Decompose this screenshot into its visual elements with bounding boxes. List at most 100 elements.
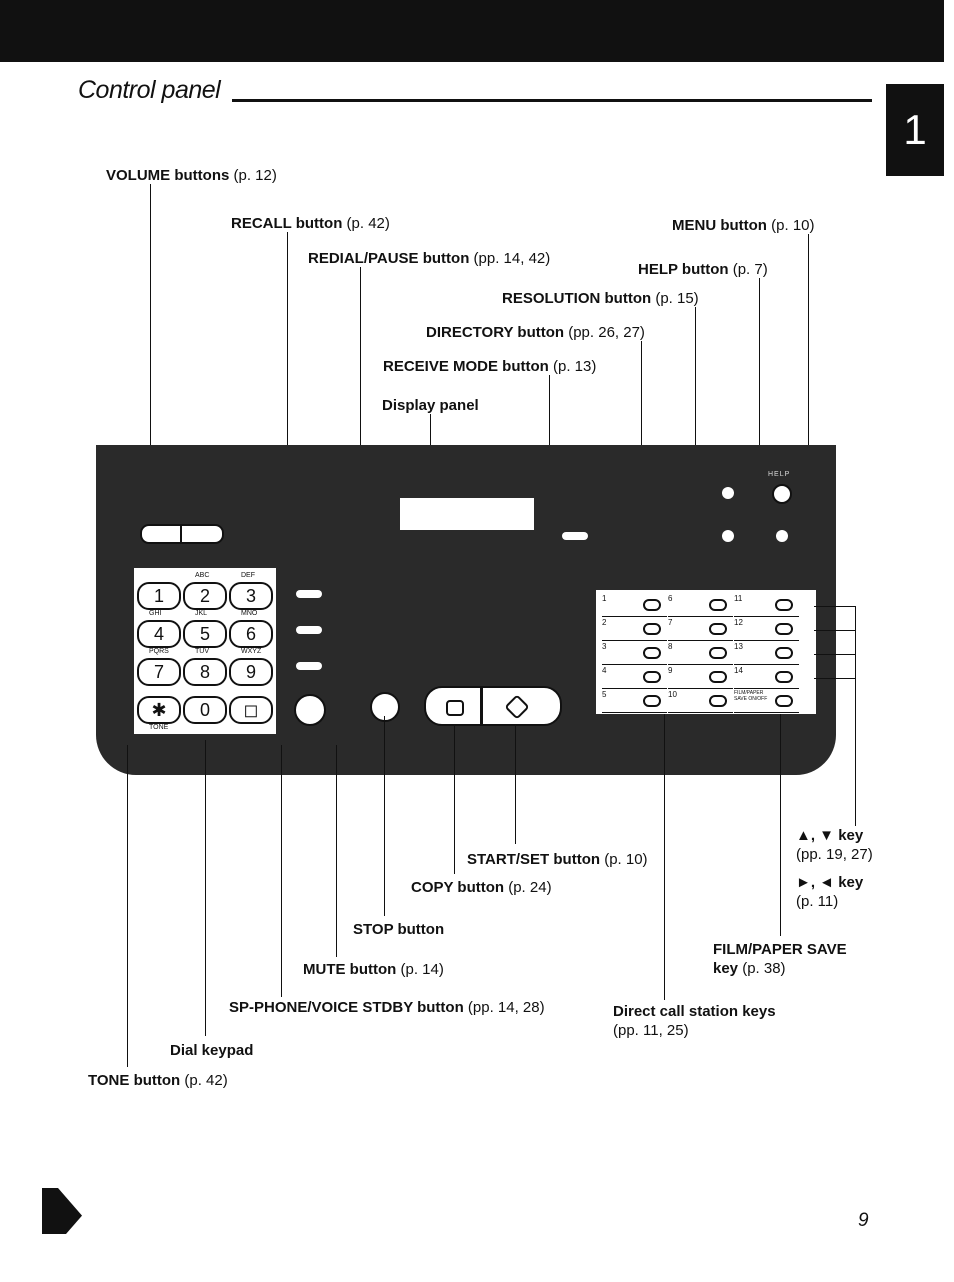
station-number: 10: [668, 690, 677, 699]
station-button-icon: [709, 695, 727, 707]
label-redial: REDIAL/PAUSE button (pp. 14, 42): [308, 250, 551, 267]
station-key[interactable]: 2: [602, 618, 667, 641]
dial-key[interactable]: 3: [229, 582, 273, 610]
left-key[interactable]: [802, 672, 814, 684]
station-key[interactable]: 1: [602, 594, 667, 617]
station-number: FILM/PAPER SAVE ON/OFF: [734, 690, 768, 702]
label-receive: RECEIVE MODE button (p. 13): [383, 358, 597, 375]
dial-key[interactable]: 6: [229, 620, 273, 648]
station-key[interactable]: 8: [668, 642, 733, 665]
dial-key[interactable]: 5: [183, 620, 227, 648]
dial-key-letters: ABC: [195, 572, 210, 579]
bracket-up: [814, 606, 856, 608]
leader-start: [515, 724, 517, 844]
label-help: HELP button (p. 7): [638, 261, 768, 278]
leader-mute: [336, 745, 338, 957]
down-key[interactable]: [802, 624, 814, 636]
station-button-icon: [643, 647, 661, 659]
station-number: 3: [602, 642, 607, 651]
dial-key-letters: TONE: [149, 724, 169, 731]
station-number: 2: [602, 618, 607, 627]
station-key[interactable]: 6: [668, 594, 733, 617]
station-number: 14: [734, 666, 743, 675]
label-stop: STOP button: [353, 921, 445, 938]
station-number: 12: [734, 618, 743, 627]
station-key[interactable]: 5: [602, 690, 667, 713]
right-key[interactable]: [802, 648, 814, 660]
menu-button[interactable]: [776, 530, 788, 542]
receive-mode-button[interactable]: [562, 532, 588, 540]
label-display: Display panel: [382, 397, 479, 414]
station-key[interactable]: 4: [602, 666, 667, 689]
station-button-icon: [709, 599, 727, 611]
display-panel: [400, 498, 534, 530]
station-number: 13: [734, 642, 743, 651]
page-number: 9: [858, 1210, 869, 1231]
label-updown: ▲, ▼ key(pp. 19, 27): [796, 827, 873, 863]
station-key[interactable]: 7: [668, 618, 733, 641]
dial-key[interactable]: 2: [183, 582, 227, 610]
station-key[interactable]: 9: [668, 666, 733, 689]
station-number: 1: [602, 594, 607, 603]
leader-tone: [127, 745, 129, 1067]
bracket-left: [814, 678, 856, 680]
copy-button[interactable]: [446, 700, 464, 716]
station-button-icon: [775, 695, 793, 707]
dial-key-letters: PQRS: [149, 648, 169, 655]
dial-key[interactable]: ✱: [137, 696, 181, 724]
station-key[interactable]: 10: [668, 690, 733, 713]
dial-key-letters: DEF: [241, 572, 255, 579]
help-text: HELP: [768, 471, 791, 478]
station-key[interactable]: 13: [734, 642, 799, 665]
header-bar: [0, 0, 944, 62]
dial-key[interactable]: 9: [229, 658, 273, 686]
title-rule: [232, 99, 872, 102]
label-spphone: SP-PHONE/VOICE STDBY button (pp. 14, 28): [229, 999, 545, 1016]
leader-redial: [360, 267, 362, 446]
dial-key[interactable]: 1: [137, 582, 181, 610]
directory-button[interactable]: [722, 530, 734, 542]
station-key[interactable]: 11: [734, 594, 799, 617]
dial-key-letters: TUV: [195, 648, 209, 655]
up-key[interactable]: [802, 600, 814, 612]
station-button-icon: [775, 599, 793, 611]
dial-key[interactable]: ◻: [229, 696, 273, 724]
leader-directory: [641, 341, 643, 446]
leader-menu: [808, 234, 810, 446]
dial-key[interactable]: 4: [137, 620, 181, 648]
help-button[interactable]: [772, 484, 792, 504]
mute-button[interactable]: [296, 662, 322, 670]
recall-button[interactable]: [296, 590, 322, 598]
station-button-icon: [643, 623, 661, 635]
sp-phone-button[interactable]: [294, 694, 326, 726]
label-recall: RECALL button (p. 42): [231, 215, 390, 232]
page-title: Control panel: [78, 76, 221, 104]
leader-receive: [549, 375, 551, 446]
leader-help: [759, 278, 761, 446]
label-volume: VOLUME buttons (p. 12): [106, 167, 277, 184]
station-key[interactable]: 3: [602, 642, 667, 665]
label-menu: MENU button (p. 10): [672, 217, 815, 234]
redial-pause-button[interactable]: [296, 626, 322, 634]
station-number: 6: [668, 594, 673, 603]
bracket-down: [814, 630, 856, 632]
resolution-button[interactable]: [722, 487, 734, 499]
dial-key[interactable]: 7: [137, 658, 181, 686]
label-resolution: RESOLUTION button (p. 15): [502, 290, 699, 307]
label-leftright: ►, ◄ key(p. 11): [796, 874, 864, 910]
volume-buttons[interactable]: [140, 524, 224, 544]
dial-key[interactable]: 8: [183, 658, 227, 686]
label-direct: Direct call station keys(pp. 11, 25): [613, 1003, 776, 1039]
station-number: 7: [668, 618, 673, 627]
station-key[interactable]: FILM/PAPER SAVE ON/OFF: [734, 690, 799, 713]
copy-start-oval: [424, 686, 562, 726]
station-key[interactable]: 14: [734, 666, 799, 689]
station-key[interactable]: 12: [734, 618, 799, 641]
leader-filmsave: [780, 714, 782, 936]
label-copy: COPY button (p. 24): [411, 879, 552, 896]
station-button-icon: [775, 671, 793, 683]
leader-direct: [664, 714, 666, 1000]
dial-key[interactable]: 0: [183, 696, 227, 724]
station-button-icon: [643, 671, 661, 683]
station-button-icon: [775, 647, 793, 659]
